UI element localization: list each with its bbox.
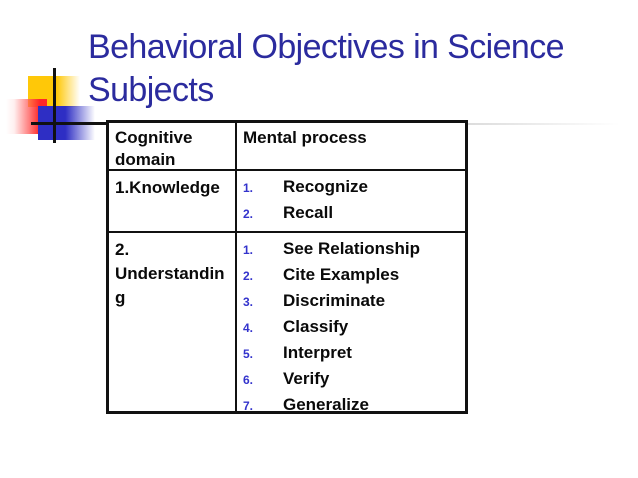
list-item: 2. Cite Examples xyxy=(237,264,463,290)
list-item-label: Interpret xyxy=(283,343,352,362)
list-number: 5. xyxy=(243,347,254,361)
list-item-label: Classify xyxy=(283,317,349,336)
cell-domain-understanding: 2. Understanding xyxy=(109,233,237,411)
list-item: 4. Classify xyxy=(237,316,463,342)
list-item-label: Generalize xyxy=(283,395,369,411)
list-item: 1. Recognize xyxy=(237,176,463,202)
list-item-label: Verify xyxy=(283,369,330,388)
list-item-label: Cite Examples xyxy=(283,265,400,284)
objectives-table: Cognitive domain Mental process 1.Knowle… xyxy=(106,120,468,414)
list-number: 1. xyxy=(243,181,254,195)
slide-title-line2: Subjects xyxy=(88,71,214,109)
cell-processes-understanding: 1. See Relationship 2. Cite Examples 3. … xyxy=(237,233,465,411)
list-number: 4. xyxy=(243,321,254,335)
cell-processes-knowledge: 1. Recognize 2. Recall xyxy=(237,171,465,233)
list-item: 1. See Relationship xyxy=(237,238,463,264)
list-item: 3. Discriminate xyxy=(237,290,463,316)
list-number: 2. xyxy=(243,207,254,221)
list-item-label: Recall xyxy=(283,203,334,222)
list-number: 7. xyxy=(243,399,254,411)
slide-title-line1: Behavioral Objectives in Science xyxy=(88,28,565,66)
deco-horizontal-line xyxy=(31,122,179,125)
list-item: 2. Recall xyxy=(237,202,463,228)
list-number: 6. xyxy=(243,373,254,387)
header-mental-process: Mental process xyxy=(237,123,465,171)
list-item: 5. Interpret xyxy=(237,342,463,368)
list-item: 7. Generalize xyxy=(237,394,463,411)
cell-domain-knowledge: 1.Knowledge xyxy=(109,171,237,233)
header-cognitive-domain: Cognitive domain xyxy=(109,123,237,171)
list-item-label: Discriminate xyxy=(283,291,386,310)
list-item-label: Recognize xyxy=(283,177,369,196)
list-number: 2. xyxy=(243,269,254,283)
deco-vertical-line xyxy=(53,68,56,143)
list-number: 1. xyxy=(243,243,254,257)
list-number: 3. xyxy=(243,295,254,309)
list-item: 6. Verify xyxy=(237,368,463,394)
list-item-label: See Relationship xyxy=(283,239,420,258)
slide-title: Behavioral Objectives in Science Subject… xyxy=(88,26,628,112)
